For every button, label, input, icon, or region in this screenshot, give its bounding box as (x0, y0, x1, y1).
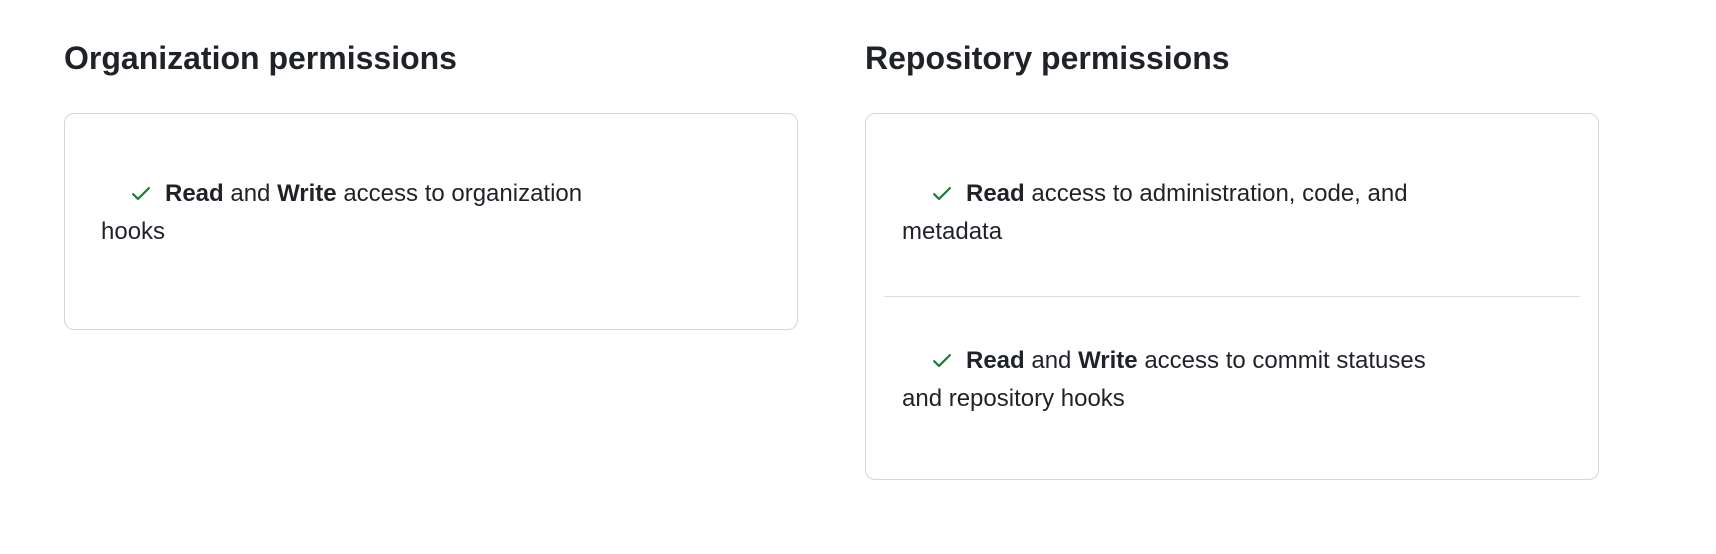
repository-permissions-list: Read access to administration, code, and… (884, 130, 1580, 463)
permission-text: and (1024, 347, 1079, 374)
permission-item: Read and Write access to organization ho… (101, 130, 761, 296)
repository-permissions-heading: Repository permissions (865, 40, 1230, 76)
permission-text: access to organization hooks (101, 180, 583, 245)
permission-level: Write (277, 180, 337, 207)
organization-permissions-heading: Organization permissions (64, 40, 457, 76)
check-icon (933, 353, 951, 367)
permission-level: Write (1078, 347, 1138, 374)
permission-text: access to commit statuses and repository… (902, 347, 1426, 412)
organization-permissions-section: Organization permissions Read and Write … (64, 38, 798, 480)
check-icon (132, 186, 150, 200)
check-icon (933, 186, 951, 200)
permission-item: Read access to administration, code, and… (902, 130, 1562, 296)
permission-level: Read (966, 180, 1025, 207)
permission-text: access to administration, code, and meta… (902, 180, 1408, 245)
permissions-layout: Organization permissions Read and Write … (64, 38, 1599, 480)
repository-permissions-section: Repository permissions Read access to ad… (865, 38, 1599, 480)
permission-level: Read (966, 347, 1025, 374)
organization-permissions-card: Read and Write access to organization ho… (64, 113, 798, 330)
permission-text: and (223, 180, 278, 207)
permission-divider (884, 296, 1580, 297)
permission-item: Read and Write access to commit statuses… (902, 297, 1562, 463)
permission-level: Read (165, 180, 224, 207)
organization-permissions-list: Read and Write access to organization ho… (101, 130, 761, 296)
repository-permissions-card: Read access to administration, code, and… (865, 113, 1599, 480)
